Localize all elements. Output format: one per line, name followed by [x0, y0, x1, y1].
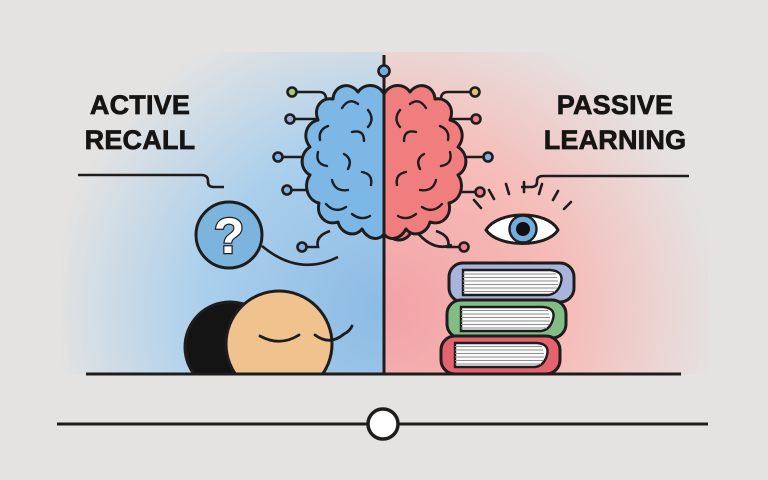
left-circuit-dots	[272, 86, 331, 253]
slider-handle[interactable]	[366, 407, 400, 441]
eye-icon	[472, 180, 573, 245]
divider-node-icon	[377, 64, 391, 78]
dot-blue-1	[272, 151, 284, 163]
question-mark-glyph: ?	[214, 208, 245, 264]
pupil	[516, 222, 530, 236]
right-callout-line	[521, 174, 689, 189]
eyelashes	[472, 180, 573, 211]
sleeping-head-icon	[183, 289, 354, 374]
question-mark-icon: ?	[194, 200, 264, 270]
right-circuit-dots	[435, 86, 494, 253]
brain-icon	[300, 84, 468, 242]
face	[224, 289, 334, 374]
book-green	[445, 298, 568, 340]
dot-red-3	[458, 241, 470, 253]
closed-eye-left	[258, 333, 301, 343]
left-title: ACTIVE RECALL	[58, 88, 222, 158]
comparison-slider[interactable]	[57, 407, 708, 441]
book-red	[439, 334, 562, 376]
dot-blue-4	[482, 151, 494, 163]
brain-left-half	[300, 84, 386, 240]
dot-red-2	[474, 186, 486, 198]
dot-red-1	[470, 113, 482, 125]
left-title-line2: RECALL	[84, 125, 196, 156]
left-callout-line	[78, 173, 224, 189]
book-blue	[447, 261, 576, 304]
closed-eye-right	[313, 324, 354, 342]
dot-blue-2	[281, 184, 293, 196]
brain-right-half	[382, 84, 468, 240]
right-title-line1: PASSIVE	[556, 90, 674, 121]
book-stack-icon	[439, 261, 576, 376]
left-thought-curve	[261, 245, 339, 267]
dot-green	[286, 86, 298, 98]
right-title: PASSIVE LEARNING	[526, 88, 704, 158]
left-title-line1: ACTIVE	[89, 90, 191, 121]
dot-yellow	[469, 86, 481, 98]
right-title-line2: LEARNING	[543, 125, 687, 156]
dot-lavender	[284, 113, 296, 125]
dot-blue-3	[296, 241, 308, 253]
